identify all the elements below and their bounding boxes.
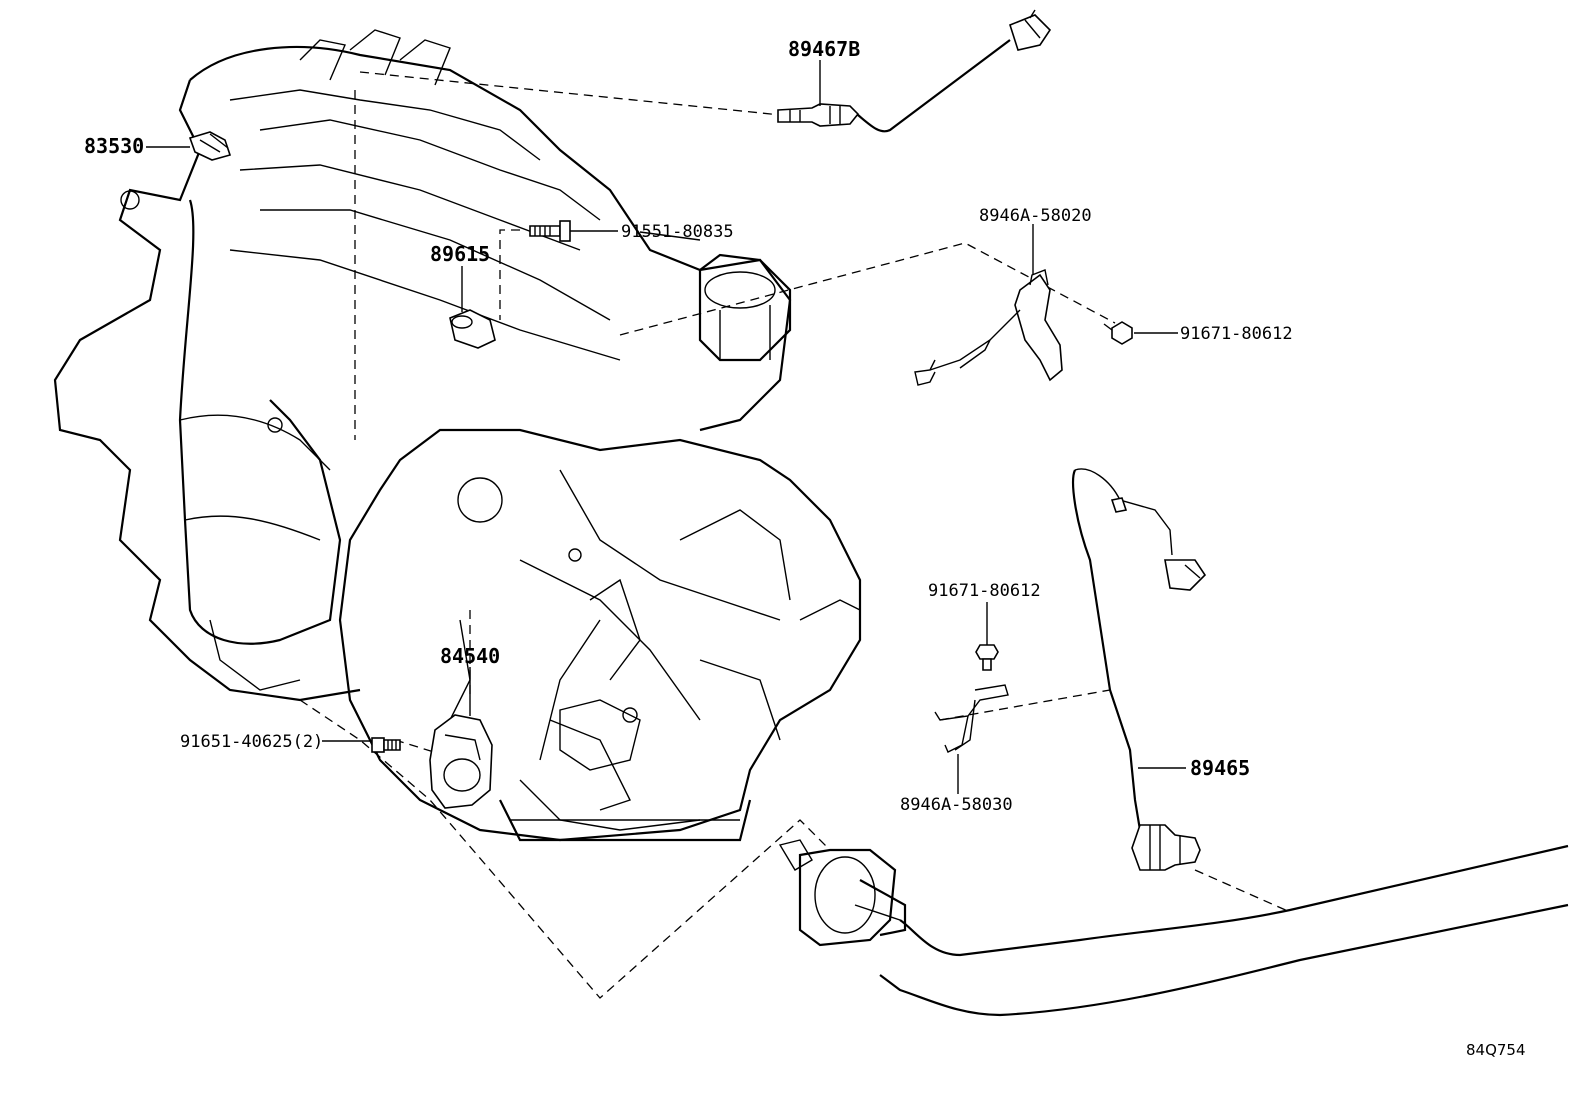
label-83530: 83530	[84, 134, 144, 158]
sensor-bracket-lower	[934, 684, 1009, 753]
assembly-dashed-lines	[299, 71, 1291, 999]
oxygen-sensor-lower	[1072, 468, 1207, 871]
bolt-91651	[371, 737, 401, 753]
label-89465: 89465	[1190, 756, 1250, 780]
knock-sensor	[449, 309, 496, 349]
exhaust-pipe	[778, 839, 1569, 1017]
label-84540: 84540	[440, 644, 500, 668]
label-91671-80612-upper: 91671-80612	[1180, 324, 1293, 344]
label-91651-40625: 91651-40625(2)	[180, 732, 323, 752]
label-91671-80612-lower: 91671-80612	[928, 581, 1041, 601]
label-8946a-58020: 8946A-58020	[979, 206, 1092, 226]
engine-assembly	[53, 29, 862, 842]
oil-pressure-switch	[188, 131, 232, 161]
oxygen-sensor-upper	[777, 9, 1052, 133]
diagram-reference-code: 84Q754	[1466, 1041, 1526, 1059]
bolt-91671-lower	[975, 644, 999, 671]
bolt-91671-upper	[1103, 321, 1133, 345]
bolt-91551	[529, 220, 571, 242]
sensor-bracket-upper	[914, 269, 1063, 386]
leader-lines	[146, 60, 1186, 794]
label-89467b: 89467B	[788, 37, 860, 61]
label-8946a-58030: 8946A-58030	[900, 795, 1013, 815]
neutral-start-switch	[429, 714, 493, 809]
label-89615: 89615	[430, 242, 490, 266]
label-91551-80835: 91551-80835	[621, 222, 734, 242]
